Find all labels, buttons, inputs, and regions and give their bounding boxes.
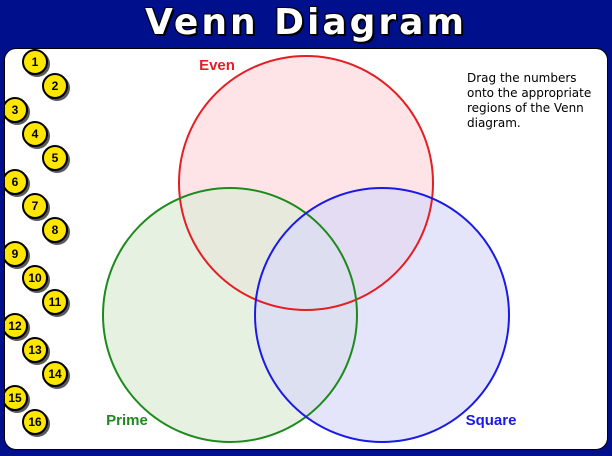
page-title: Venn Diagram	[145, 2, 467, 43]
square-circle-outline	[254, 187, 510, 443]
even-label: Even	[199, 57, 235, 74]
number-token-15[interactable]: 15	[5, 385, 28, 411]
number-token-8[interactable]: 8	[42, 217, 68, 243]
venn-diagram: Even Prime Square	[102, 55, 517, 443]
number-token-10[interactable]: 10	[22, 265, 48, 291]
venn-board: Even Prime Square Drag the numbers onto …	[4, 48, 608, 450]
number-token-2[interactable]: 2	[42, 73, 68, 99]
number-token-3[interactable]: 3	[5, 97, 28, 123]
even-circle-outline	[178, 55, 434, 311]
prime-label: Prime	[106, 412, 148, 429]
number-token-11[interactable]: 11	[42, 289, 68, 315]
number-token-4[interactable]: 4	[22, 121, 48, 147]
instructions-text: Drag the numbers onto the appropriate re…	[467, 71, 592, 130]
number-token-6[interactable]: 6	[5, 169, 28, 195]
square-circle	[255, 188, 509, 442]
prime-circle-outline	[102, 187, 358, 443]
number-token-12[interactable]: 12	[5, 313, 28, 339]
number-token-13[interactable]: 13	[22, 337, 48, 363]
number-token-16[interactable]: 16	[22, 409, 48, 435]
number-token-7[interactable]: 7	[22, 193, 48, 219]
number-token-9[interactable]: 9	[5, 241, 28, 267]
number-token-14[interactable]: 14	[42, 361, 68, 387]
number-token-5[interactable]: 5	[42, 145, 68, 171]
square-label: Square	[466, 412, 517, 429]
number-token-1[interactable]: 1	[22, 49, 48, 75]
